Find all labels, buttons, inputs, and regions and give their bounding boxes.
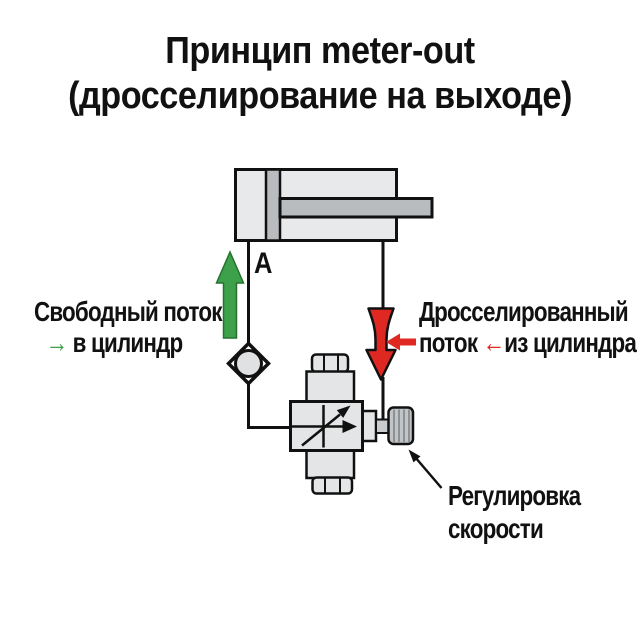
check-valve-ball	[234, 349, 263, 378]
check-valve-icon	[226, 341, 271, 386]
port-a-label: A	[254, 247, 273, 280]
free-flow-label: Свободный поток → в цилиндр	[34, 296, 222, 358]
valve-top-nut-facets	[323, 355, 339, 372]
symbol-adjust-line	[301, 413, 341, 447]
valve-top-neck	[305, 370, 356, 403]
page-title: Принцип meter-out (дросселирование на вы…	[32, 29, 608, 119]
speed-adjust-label-line-1: Регулировка	[448, 480, 581, 511]
green-right-arrow-icon: →	[45, 327, 68, 358]
valve-top-nut	[310, 353, 350, 374]
cylinder-rod	[278, 197, 434, 219]
throttled-flow-arrow-icon	[365, 307, 397, 381]
throttled-flow-pointer-icon	[386, 333, 416, 351]
pipe-checkvalve-to-valve	[247, 381, 292, 429]
red-left-arrow-icon: ←	[482, 327, 505, 358]
flow-control-valve	[289, 353, 415, 495]
speed-adjust-label-line-2: скорости	[448, 513, 544, 544]
free-flow-label-line-2: → в цилиндр	[34, 327, 194, 358]
cylinder	[234, 168, 434, 242]
symbol-adjust-arrowhead	[336, 405, 351, 418]
symbol-flow-arrowhead	[342, 420, 357, 433]
valve-bottom-nut-facets	[324, 478, 341, 493]
speed-pointer-line	[414, 456, 443, 489]
speed-pointer-icon	[408, 449, 443, 489]
title-line-2: (дросселирование на выходе)	[68, 75, 572, 117]
free-flow-label-text: в цилиндр	[72, 327, 184, 358]
throttled-flow-word: поток	[419, 327, 478, 358]
throttled-flow-label: Дросселированный поток ←из цилиндра	[419, 296, 637, 358]
free-flow-arrow-icon	[215, 250, 245, 339]
speed-adjust-label: Регулировка скорости	[448, 479, 581, 545]
throttled-flow-rest: из цилиндра	[504, 327, 637, 358]
free-flow-label-line-1: Свободный поток	[34, 296, 222, 327]
speed-pointer-arrowhead	[408, 449, 421, 463]
throttled-flow-label-line-1: Дросселированный	[419, 296, 629, 327]
pipes	[247, 240, 385, 429]
valve-bottom-nut	[311, 476, 354, 495]
knob-stem	[375, 418, 390, 434]
adjust-knob-ribs	[393, 409, 410, 442]
throttle-valve-symbol-icon	[292, 405, 357, 448]
valve-right-port	[361, 409, 378, 443]
throttled-flow-label-line-2: поток ←из цилиндра	[419, 327, 637, 358]
cylinder-piston	[264, 168, 282, 242]
valve-bottom-neck	[305, 449, 356, 480]
title-line-1: Принцип meter-out	[165, 30, 475, 72]
